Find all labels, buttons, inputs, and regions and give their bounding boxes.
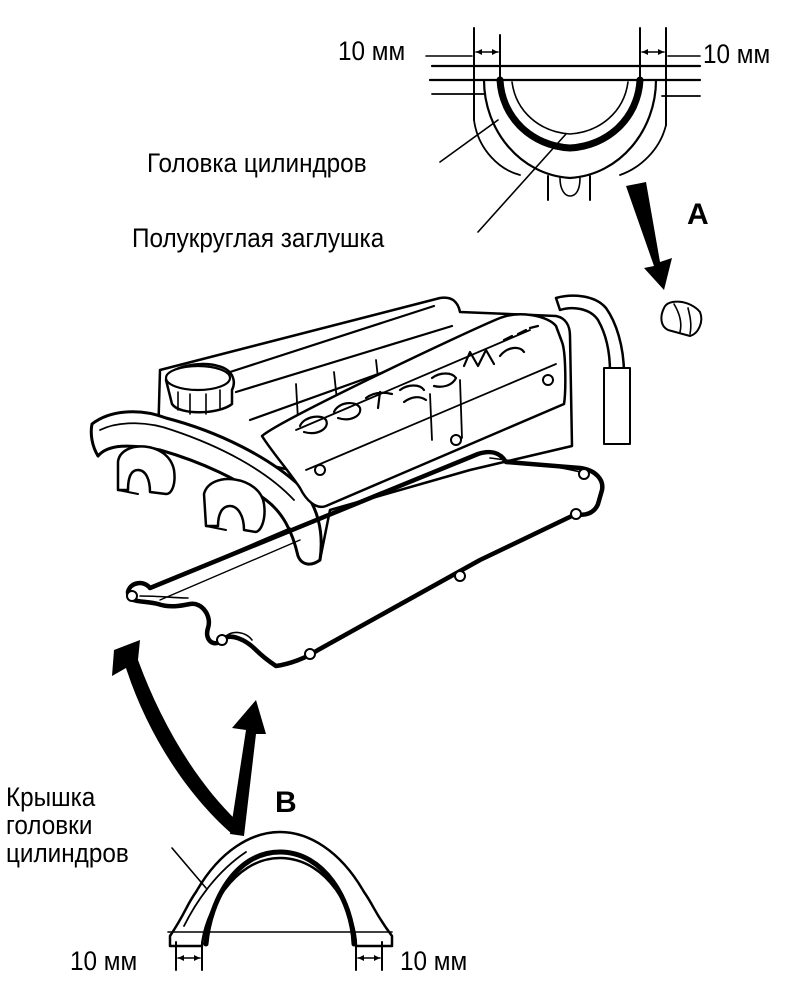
half-plug-label: Полукруглая заглушка — [132, 223, 385, 253]
cover-end-profile — [168, 830, 394, 948]
dohc-embossing — [298, 324, 540, 435]
half-plug-part — [660, 300, 703, 337]
view-b-arrows — [112, 640, 266, 836]
oil-filler-cap — [164, 362, 235, 415]
cylinder-head-label: Головка цилиндров — [147, 148, 367, 178]
top-detail-section — [425, 27, 703, 337]
top-dim-left-label: 10 мм — [338, 36, 406, 66]
cylinder-head-cover — [89, 294, 631, 566]
cover-label-line2: головки — [6, 810, 93, 840]
cylinder-head-cutout — [482, 78, 658, 180]
top-dim-right-label: 10 мм — [703, 39, 771, 69]
bottom-dim-right-label: 10 мм — [400, 946, 468, 976]
cover-label-line1: Крышка — [6, 782, 96, 812]
cover-label-line3: цилиндров — [6, 838, 129, 868]
bottom-detail-section — [167, 830, 394, 971]
top-dimension-extension-lines — [473, 27, 667, 126]
view-a-letter: A — [687, 198, 709, 231]
top-dimension-arrows — [476, 49, 664, 55]
head-mating-surface — [428, 64, 702, 97]
view-a-arrow — [626, 182, 672, 290]
bottom-dim-left-label: 10 мм — [70, 946, 138, 976]
view-b-letter: B — [275, 786, 297, 819]
half-round-plug — [496, 76, 644, 152]
cover-gasket — [125, 449, 605, 669]
